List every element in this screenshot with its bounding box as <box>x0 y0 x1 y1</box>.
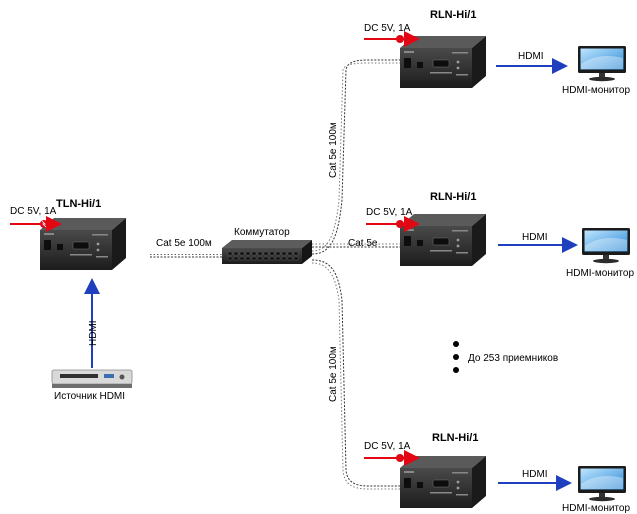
monitor-bottom-icon <box>578 466 626 502</box>
receiver-mid-name: RLN-Hi/1 <box>430 191 476 203</box>
receiver-mid-hdmi-label: HDMI <box>522 232 548 243</box>
switch-label: Коммутатор <box>234 227 290 238</box>
max-receivers-note: До 253 приемников <box>468 353 558 364</box>
hdmi-source-player-icon <box>51 369 133 388</box>
monitor-mid-icon <box>582 228 630 264</box>
receiver-bottom-power-arrow <box>364 450 420 466</box>
monitor-top-label: HDMI-монитор <box>562 85 630 96</box>
cable-switch-to-rx-mid <box>312 243 404 248</box>
receiver-mid-power-arrow <box>366 216 420 232</box>
hdmi-source-label: Источник HDMI <box>54 391 125 402</box>
cable-label-rx-mid: Cat 5e <box>348 238 378 249</box>
transmitter-power-label: DC 5V, 1A <box>10 206 57 217</box>
cable-label-rx-bottom: Cat 5e 100м <box>328 346 339 402</box>
receiver-mid-power-label: DC 5V, 1A <box>366 207 413 218</box>
transmitter-power-arrow <box>10 216 62 232</box>
ellipsis-dot <box>453 367 459 373</box>
cable-switch-to-rx-bottom <box>311 259 404 490</box>
ellipsis-dot <box>453 341 459 347</box>
receiver-top-hdmi-label: HDMI <box>518 51 544 62</box>
cable-switch-to-rx-top <box>311 59 404 255</box>
transmitter-device <box>39 217 127 271</box>
source-hdmi-label: HDMI <box>88 320 99 346</box>
monitor-mid-label: HDMI-монитор <box>566 268 634 279</box>
receiver-top-power-arrow <box>364 31 420 47</box>
ellipsis-dot <box>453 354 459 360</box>
receiver-top-power-label: DC 5V, 1A <box>364 23 411 34</box>
cable-tx-to-switch <box>150 254 222 258</box>
cable-label-tx: Cat 5e 100м <box>156 238 212 249</box>
network-switch <box>222 240 312 264</box>
receiver-bottom-name: RLN-Hi/1 <box>432 432 478 444</box>
receiver-bottom-device <box>399 455 487 509</box>
receiver-bottom-power-label: DC 5V, 1A <box>364 441 411 452</box>
transmitter-name: TLN-Hi/1 <box>56 198 101 210</box>
receiver-top-name: RLN-Hi/1 <box>430 9 476 21</box>
receiver-bottom-hdmi-label: HDMI <box>522 469 548 480</box>
cable-label-rx-top: Cat 5e 100м <box>328 122 339 178</box>
receiver-top-device <box>399 35 487 89</box>
monitor-top-icon <box>578 46 626 82</box>
receiver-mid-device <box>399 213 487 267</box>
monitor-bottom-label: HDMI-монитор <box>562 503 630 514</box>
